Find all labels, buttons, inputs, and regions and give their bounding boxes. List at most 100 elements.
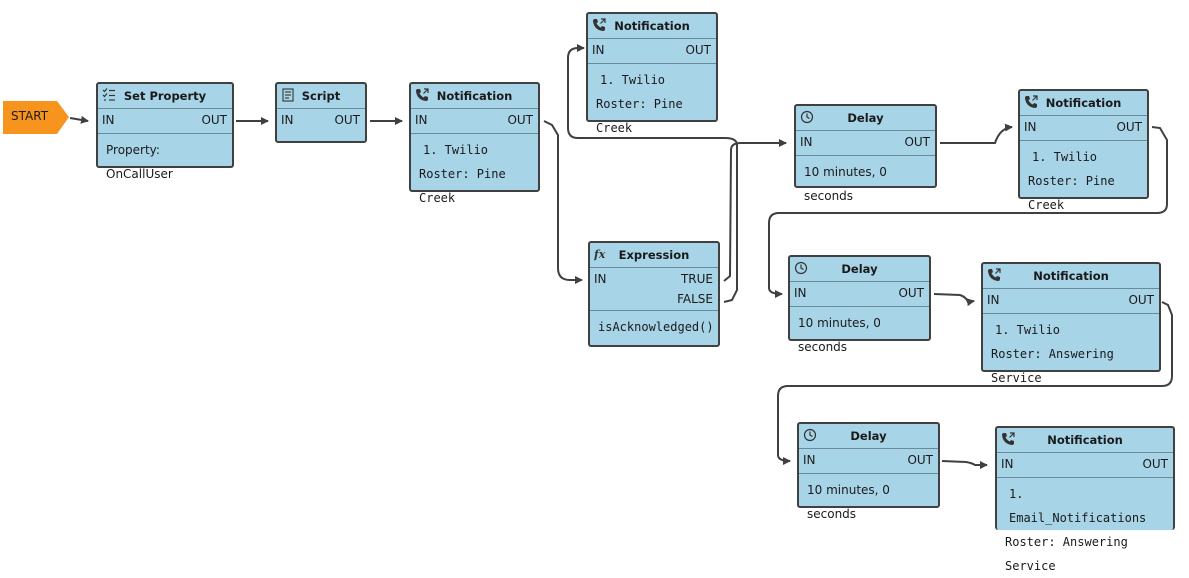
node-body: 1. Twilio Roster: Answering Service bbox=[983, 314, 1159, 390]
roster-label: Roster: Pine Creek bbox=[419, 167, 506, 205]
in-port[interactable]: IN bbox=[592, 43, 605, 57]
node-ports: IN OUT bbox=[277, 109, 365, 133]
node-header: Delay bbox=[796, 106, 935, 131]
fx-icon: fx bbox=[594, 248, 606, 261]
true-port[interactable]: TRUE bbox=[680, 272, 713, 286]
node-header: Notification bbox=[411, 84, 538, 109]
node-header: Notification bbox=[983, 264, 1159, 289]
roster-label: Roster: Pine Creek bbox=[1028, 174, 1115, 212]
node-ports: IN OUT bbox=[796, 131, 935, 156]
roster-label: Roster: Answering Service bbox=[991, 347, 1114, 385]
node-header: Notification bbox=[1020, 91, 1147, 116]
in-port[interactable]: IN bbox=[415, 113, 428, 127]
out-port[interactable]: OUT bbox=[685, 43, 711, 57]
in-port[interactable]: IN bbox=[102, 113, 115, 127]
node-title: Delay bbox=[847, 111, 884, 125]
delay-node-1[interactable]: Delay IN OUT 10 minutes, 0 seconds bbox=[794, 104, 937, 203]
wire-start-to-set-property bbox=[69, 115, 89, 124]
wire-notification3-to-delay2 bbox=[768, 126, 1168, 298]
out-port[interactable]: OUT bbox=[907, 453, 933, 467]
in-port[interactable]: IN bbox=[1024, 120, 1037, 134]
notification-node-5[interactable]: Notification IN OUT 1. Email_Notificatio… bbox=[995, 426, 1175, 573]
in-port[interactable]: IN bbox=[803, 453, 816, 467]
node-body: 1. Email_Notifications Roster: Answering… bbox=[997, 478, 1173, 578]
node-ports: IN OUT bbox=[983, 289, 1159, 314]
expression-label: isAcknowledged() bbox=[598, 320, 714, 334]
out-port[interactable]: OUT bbox=[1128, 293, 1154, 307]
delay-node-3[interactable]: Delay IN OUT 10 minutes, 0 seconds bbox=[797, 422, 940, 521]
clock-icon bbox=[794, 261, 808, 275]
node-body: 10 minutes, 0 seconds bbox=[799, 474, 938, 526]
channel-label: 1. Twilio bbox=[1032, 150, 1098, 164]
node-header: Notification bbox=[588, 14, 716, 39]
out-port[interactable]: OUT bbox=[201, 113, 227, 127]
delay-node-2[interactable]: Delay IN OUT 10 minutes, 0 seconds bbox=[788, 255, 931, 354]
node-title: Notification bbox=[436, 89, 513, 103]
out-port[interactable]: OUT bbox=[904, 135, 930, 149]
roster-label: Roster: Pine Creek bbox=[596, 97, 683, 135]
connection-wires bbox=[69, 44, 1173, 469]
node-header: Notification bbox=[997, 428, 1173, 453]
out-port[interactable]: OUT bbox=[1142, 457, 1168, 471]
delay-label: 10 minutes, 0 seconds bbox=[798, 316, 881, 354]
node-body: isAcknowledged() bbox=[590, 311, 718, 339]
phone-icon bbox=[593, 18, 606, 31]
start-node[interactable]: START bbox=[3, 101, 69, 134]
wire-delay2-to-notification4 bbox=[933, 293, 975, 307]
in-port[interactable]: IN bbox=[794, 286, 807, 300]
notification-node-3[interactable]: Notification IN OUT 1. Twilio Roster: Pi… bbox=[1018, 89, 1149, 212]
out-port[interactable]: OUT bbox=[334, 113, 360, 127]
node-body: 10 minutes, 0 seconds bbox=[790, 307, 929, 359]
node-title: Script bbox=[301, 89, 341, 103]
out-port[interactable]: OUT bbox=[507, 113, 533, 127]
channel-label: 1. Twilio bbox=[995, 323, 1061, 337]
phone-icon bbox=[988, 268, 1001, 281]
in-port[interactable]: IN bbox=[1001, 457, 1014, 471]
node-header: Delay bbox=[790, 257, 929, 282]
node-ports: IN OUT bbox=[588, 39, 716, 64]
out-port[interactable]: OUT bbox=[898, 286, 924, 300]
in-port[interactable]: IN bbox=[987, 293, 1000, 307]
start-shape bbox=[3, 101, 69, 134]
wire-expression-false-to-notification2 bbox=[567, 44, 738, 303]
in-port[interactable]: IN bbox=[281, 113, 294, 127]
phone-icon bbox=[416, 88, 429, 101]
node-ports: IN OUT bbox=[799, 449, 938, 474]
node-body: 10 minutes, 0 seconds bbox=[796, 156, 935, 208]
channel-label: 1. Email_Notifications bbox=[1009, 487, 1147, 525]
node-header: fx Expression bbox=[590, 243, 718, 268]
false-port[interactable]: FALSE bbox=[677, 292, 713, 306]
channel-label: 1. Twilio bbox=[600, 73, 666, 87]
expression-node[interactable]: fx Expression IN TRUE FALSE isAcknowledg… bbox=[588, 241, 720, 347]
out-port[interactable]: OUT bbox=[1116, 120, 1142, 134]
wire-delay1-to-notification3 bbox=[940, 123, 1013, 144]
node-title: Delay bbox=[841, 262, 878, 276]
wire-expression-true-to-delay1 bbox=[723, 139, 787, 282]
notification-node-1[interactable]: Notification IN OUT 1. Twilio Roster: Pi… bbox=[409, 82, 540, 205]
in-port[interactable]: IN bbox=[594, 272, 607, 286]
node-ports: IN OUT bbox=[1020, 116, 1147, 141]
node-ports: IN TRUE FALSE bbox=[590, 268, 718, 311]
node-body: Property: OnCallUser bbox=[98, 134, 232, 186]
start-label: START bbox=[11, 109, 49, 123]
node-header: Delay bbox=[799, 424, 938, 449]
node-title: Notification bbox=[1047, 433, 1123, 447]
node-body: 1. Twilio Roster: Pine Creek bbox=[588, 64, 716, 140]
clock-icon bbox=[803, 428, 817, 442]
in-port[interactable]: IN bbox=[800, 135, 813, 149]
node-title: Set Property bbox=[123, 89, 207, 103]
phone-icon bbox=[1025, 95, 1038, 108]
script-node[interactable]: Script IN OUT bbox=[275, 82, 367, 143]
notification-node-2[interactable]: Notification IN OUT 1. Twilio Roster: Pi… bbox=[586, 12, 718, 135]
notification-node-4[interactable]: Notification IN OUT 1. Twilio Roster: An… bbox=[981, 262, 1161, 385]
wire-delay3-to-notification5 bbox=[941, 460, 988, 469]
phone-icon bbox=[1002, 432, 1015, 445]
delay-label: 10 minutes, 0 seconds bbox=[807, 483, 890, 521]
clock-icon bbox=[800, 110, 814, 124]
wire-notification1-to-expression bbox=[543, 120, 583, 284]
node-title: Notification bbox=[1045, 96, 1122, 110]
node-ports: IN OUT bbox=[790, 282, 929, 307]
node-body: 1. Twilio Roster: Pine Creek bbox=[1020, 141, 1147, 217]
node-ports: IN OUT bbox=[997, 453, 1173, 478]
set-property-node[interactable]: Set Property IN OUT Property: OnCallUser bbox=[96, 82, 234, 181]
